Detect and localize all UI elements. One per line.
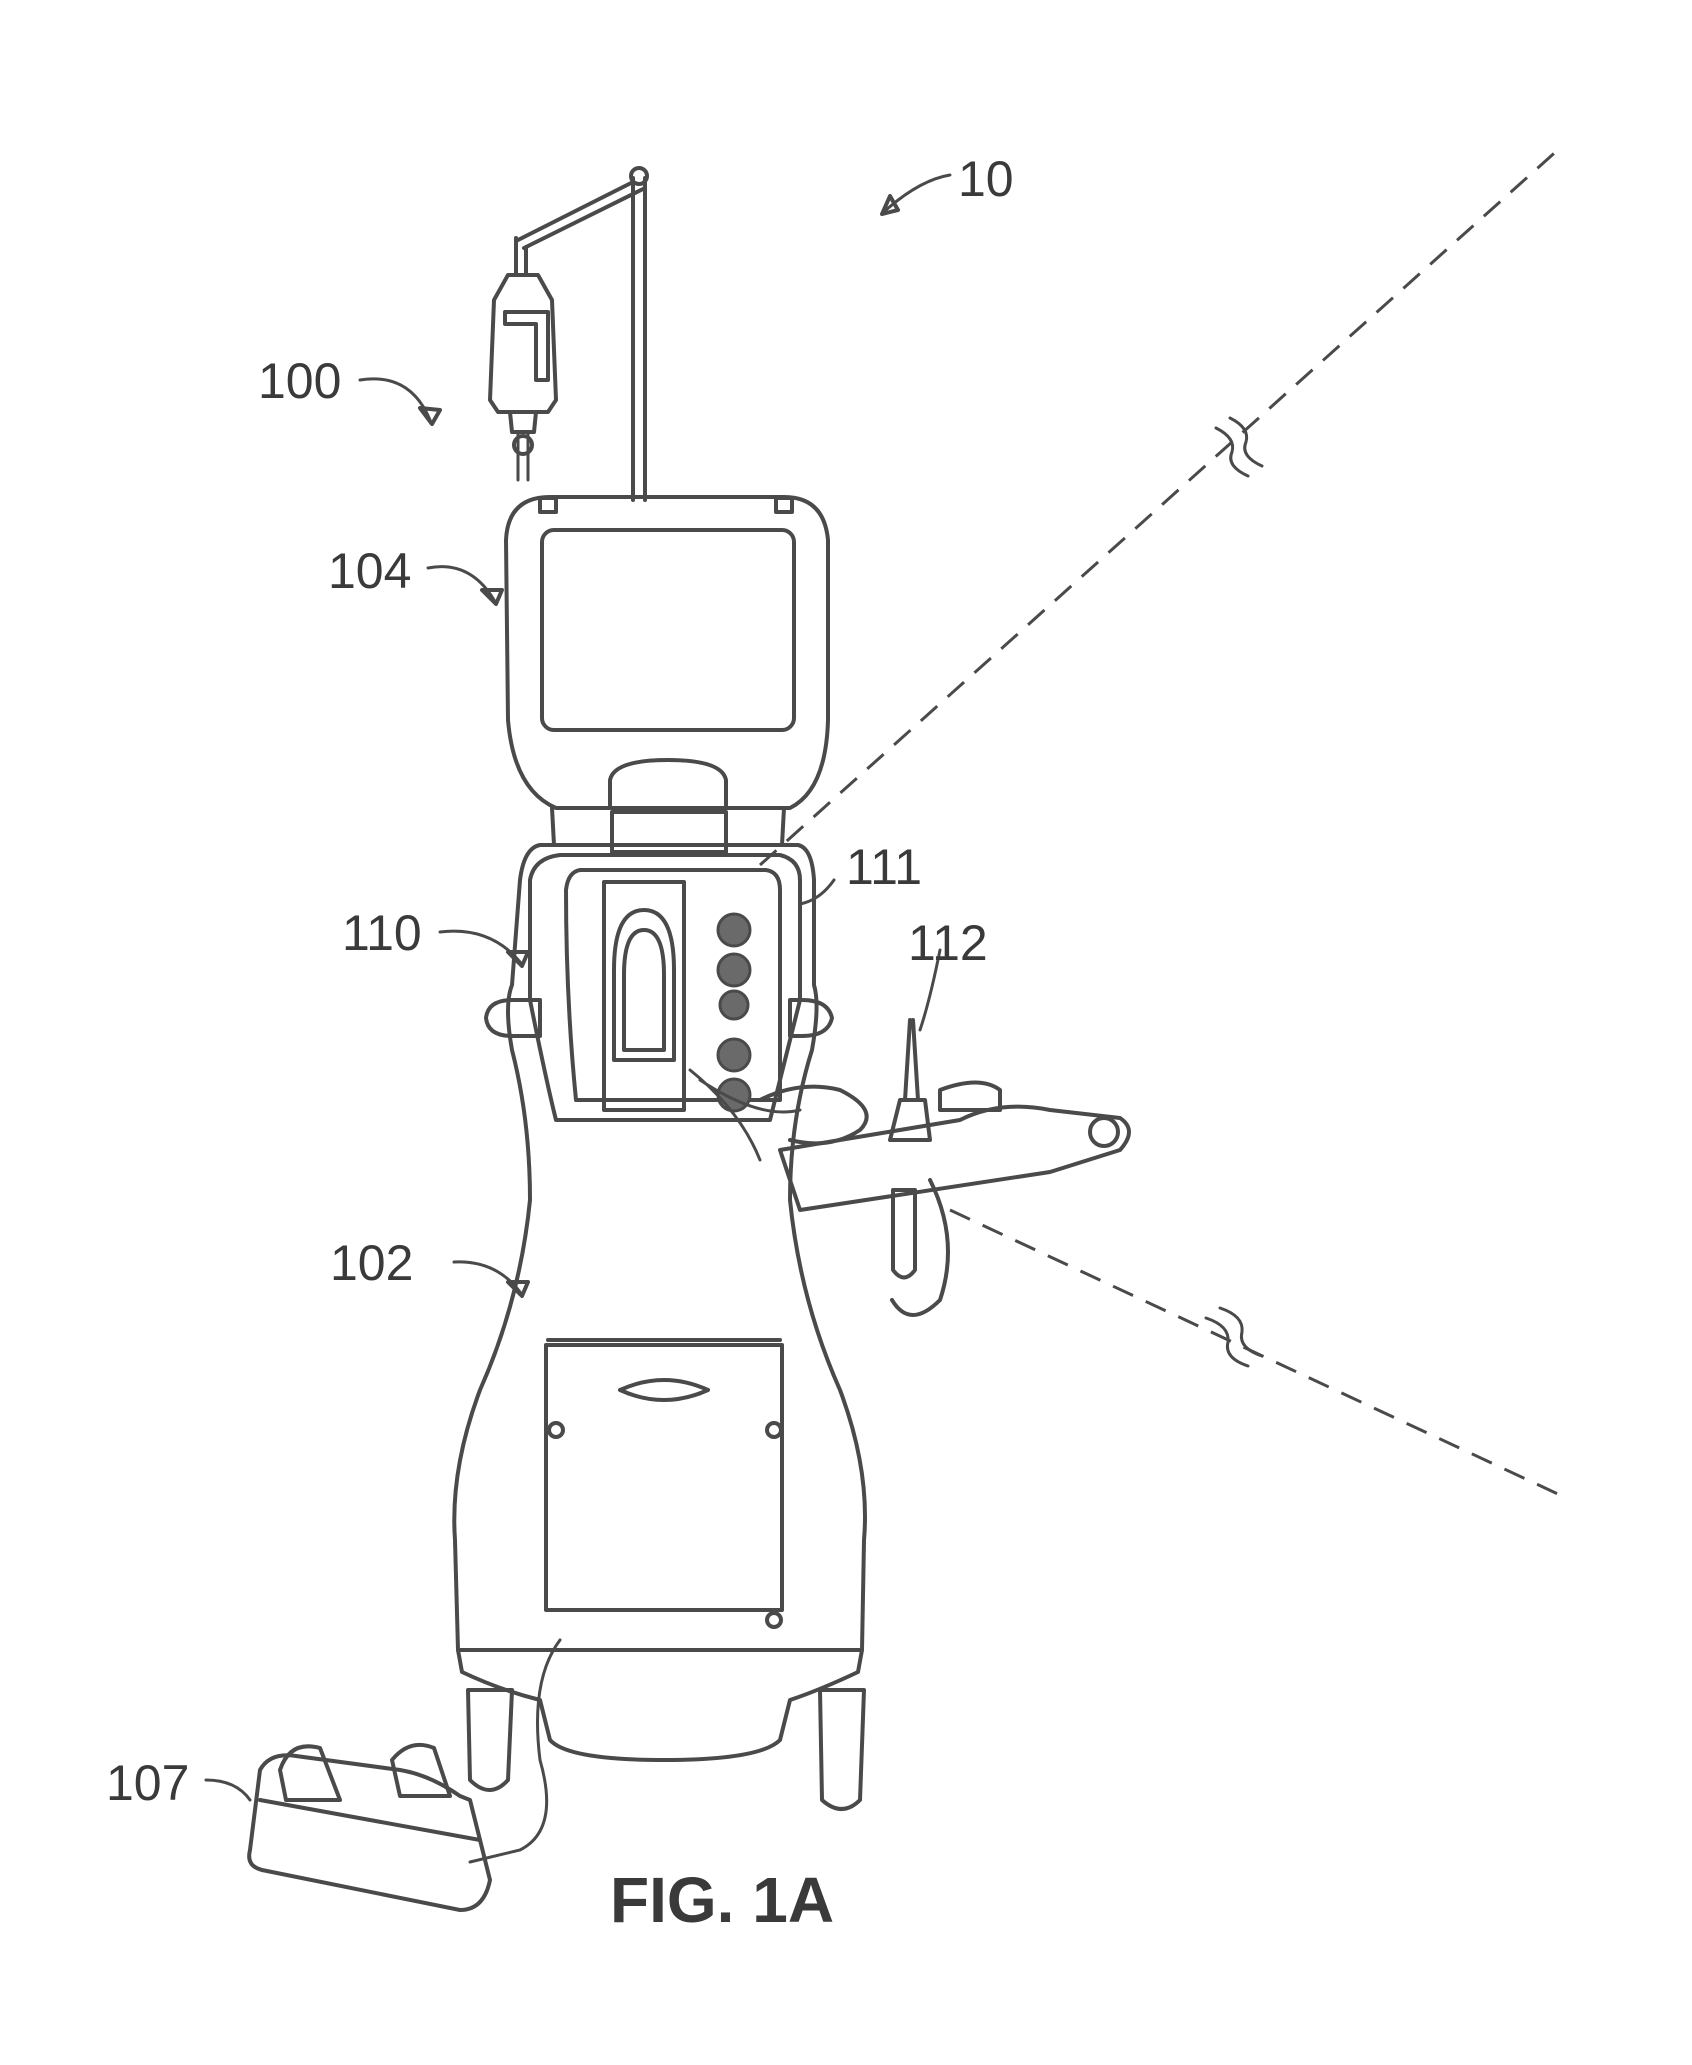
- display-monitor: [504, 495, 830, 810]
- label-111: 111: [846, 839, 922, 895]
- label-112: 112: [908, 915, 988, 971]
- figure-caption: FIG. 1A: [610, 1864, 834, 1936]
- iv-bottle: [488, 273, 558, 482]
- label-104: 104: [328, 543, 411, 599]
- handpiece-tray: [688, 1018, 1131, 1317]
- label-107: 107: [106, 1755, 189, 1811]
- label-100: 100: [258, 353, 341, 409]
- label-102: 102: [330, 1235, 413, 1291]
- leader-lines: [204, 173, 952, 1802]
- label-10: 10: [958, 151, 1014, 207]
- label-110: 110: [342, 905, 422, 961]
- extension-lines: [758, 146, 1562, 1497]
- console-body: [452, 806, 867, 1811]
- foot-pedal: [247, 1638, 562, 1912]
- iv-pole: [514, 166, 649, 502]
